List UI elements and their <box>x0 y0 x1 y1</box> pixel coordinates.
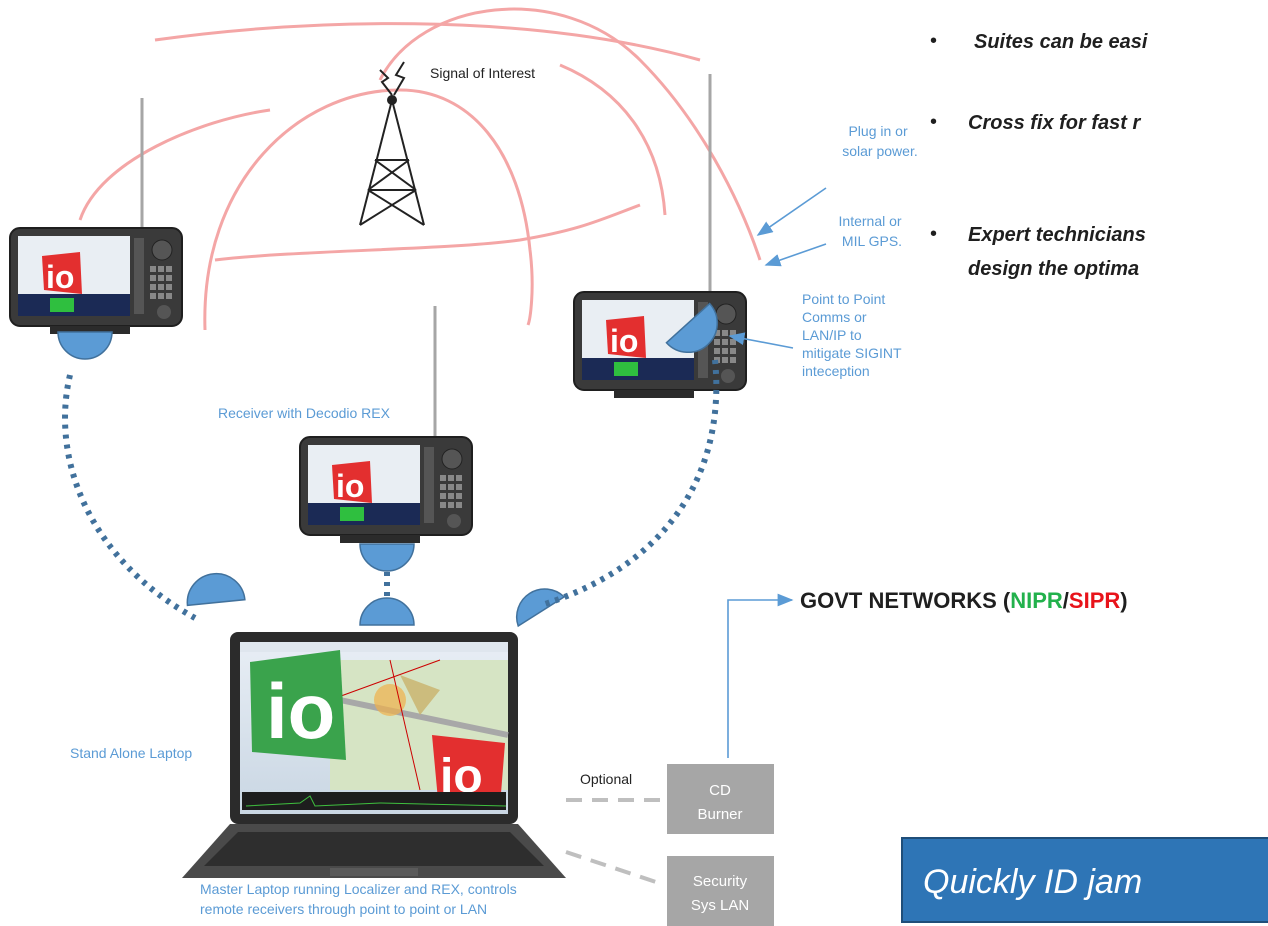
govt-networks-label: GOVT NETWORKS (NIPR/SIPR) <box>800 588 1128 613</box>
bullet-1: Suites can be easi <box>974 31 1148 53</box>
wireless-links <box>62 359 720 621</box>
bullet-4: design the optima <box>968 258 1139 280</box>
cd-burner-box: CD Burner <box>667 764 774 834</box>
receiver-device-center: io <box>299 436 473 543</box>
svg-text:Security: Security <box>693 873 748 890</box>
optional-links <box>565 798 663 886</box>
device-logo-badge <box>606 316 646 358</box>
standalone-laptop-label: Stand Alone Laptop <box>70 745 192 761</box>
bullet-2: Cross fix for fast r <box>968 112 1141 134</box>
antennas <box>140 74 712 437</box>
device-logo-text: io <box>336 468 364 504</box>
svg-text:•: • <box>930 223 937 245</box>
svg-text:•: • <box>930 111 937 133</box>
laptop-logo-large: io <box>266 667 335 755</box>
receiver-label: Receiver with Decodio REX <box>218 405 391 421</box>
receiver-device-left: io <box>9 227 183 334</box>
svg-text:Burner: Burner <box>697 806 742 823</box>
svg-text:•: • <box>930 30 937 52</box>
signal-of-interest-label: Signal of Interest <box>430 65 535 81</box>
signal-tower-icon <box>359 61 425 226</box>
svg-text:Sys LAN: Sys LAN <box>691 897 749 914</box>
master-laptop: io io <box>182 632 566 878</box>
device-logo-text: io <box>610 323 638 359</box>
gps-label: Internal or MIL GPS. <box>839 213 906 249</box>
receiver-device-right: io <box>573 291 747 398</box>
bullet-3: Expert technicians <box>968 224 1146 246</box>
callout-arrows <box>727 187 827 758</box>
device-logo-text: io <box>46 259 74 295</box>
security-lan-box: Security Sys LAN <box>667 856 774 926</box>
comms-label: Point to Point Comms or LAN/IP to mitiga… <box>802 291 905 379</box>
svg-text:CD: CD <box>709 782 731 799</box>
quickly-id-banner: Quickly ID jam <box>901 837 1268 923</box>
comm-units <box>57 302 718 628</box>
svg-text:Quickly ID jam: Quickly ID jam <box>923 863 1142 901</box>
signal-arcs <box>78 7 762 331</box>
optional-label: Optional <box>580 771 632 787</box>
power-label: Plug in or solar power. <box>842 123 917 159</box>
device-logo-badge <box>42 252 82 294</box>
master-laptop-label: Master Laptop running Localizer and REX,… <box>200 881 521 917</box>
bullet-list: • Suites can be easi • Cross fix for fas… <box>930 30 1148 280</box>
device-logo-badge <box>332 461 372 503</box>
